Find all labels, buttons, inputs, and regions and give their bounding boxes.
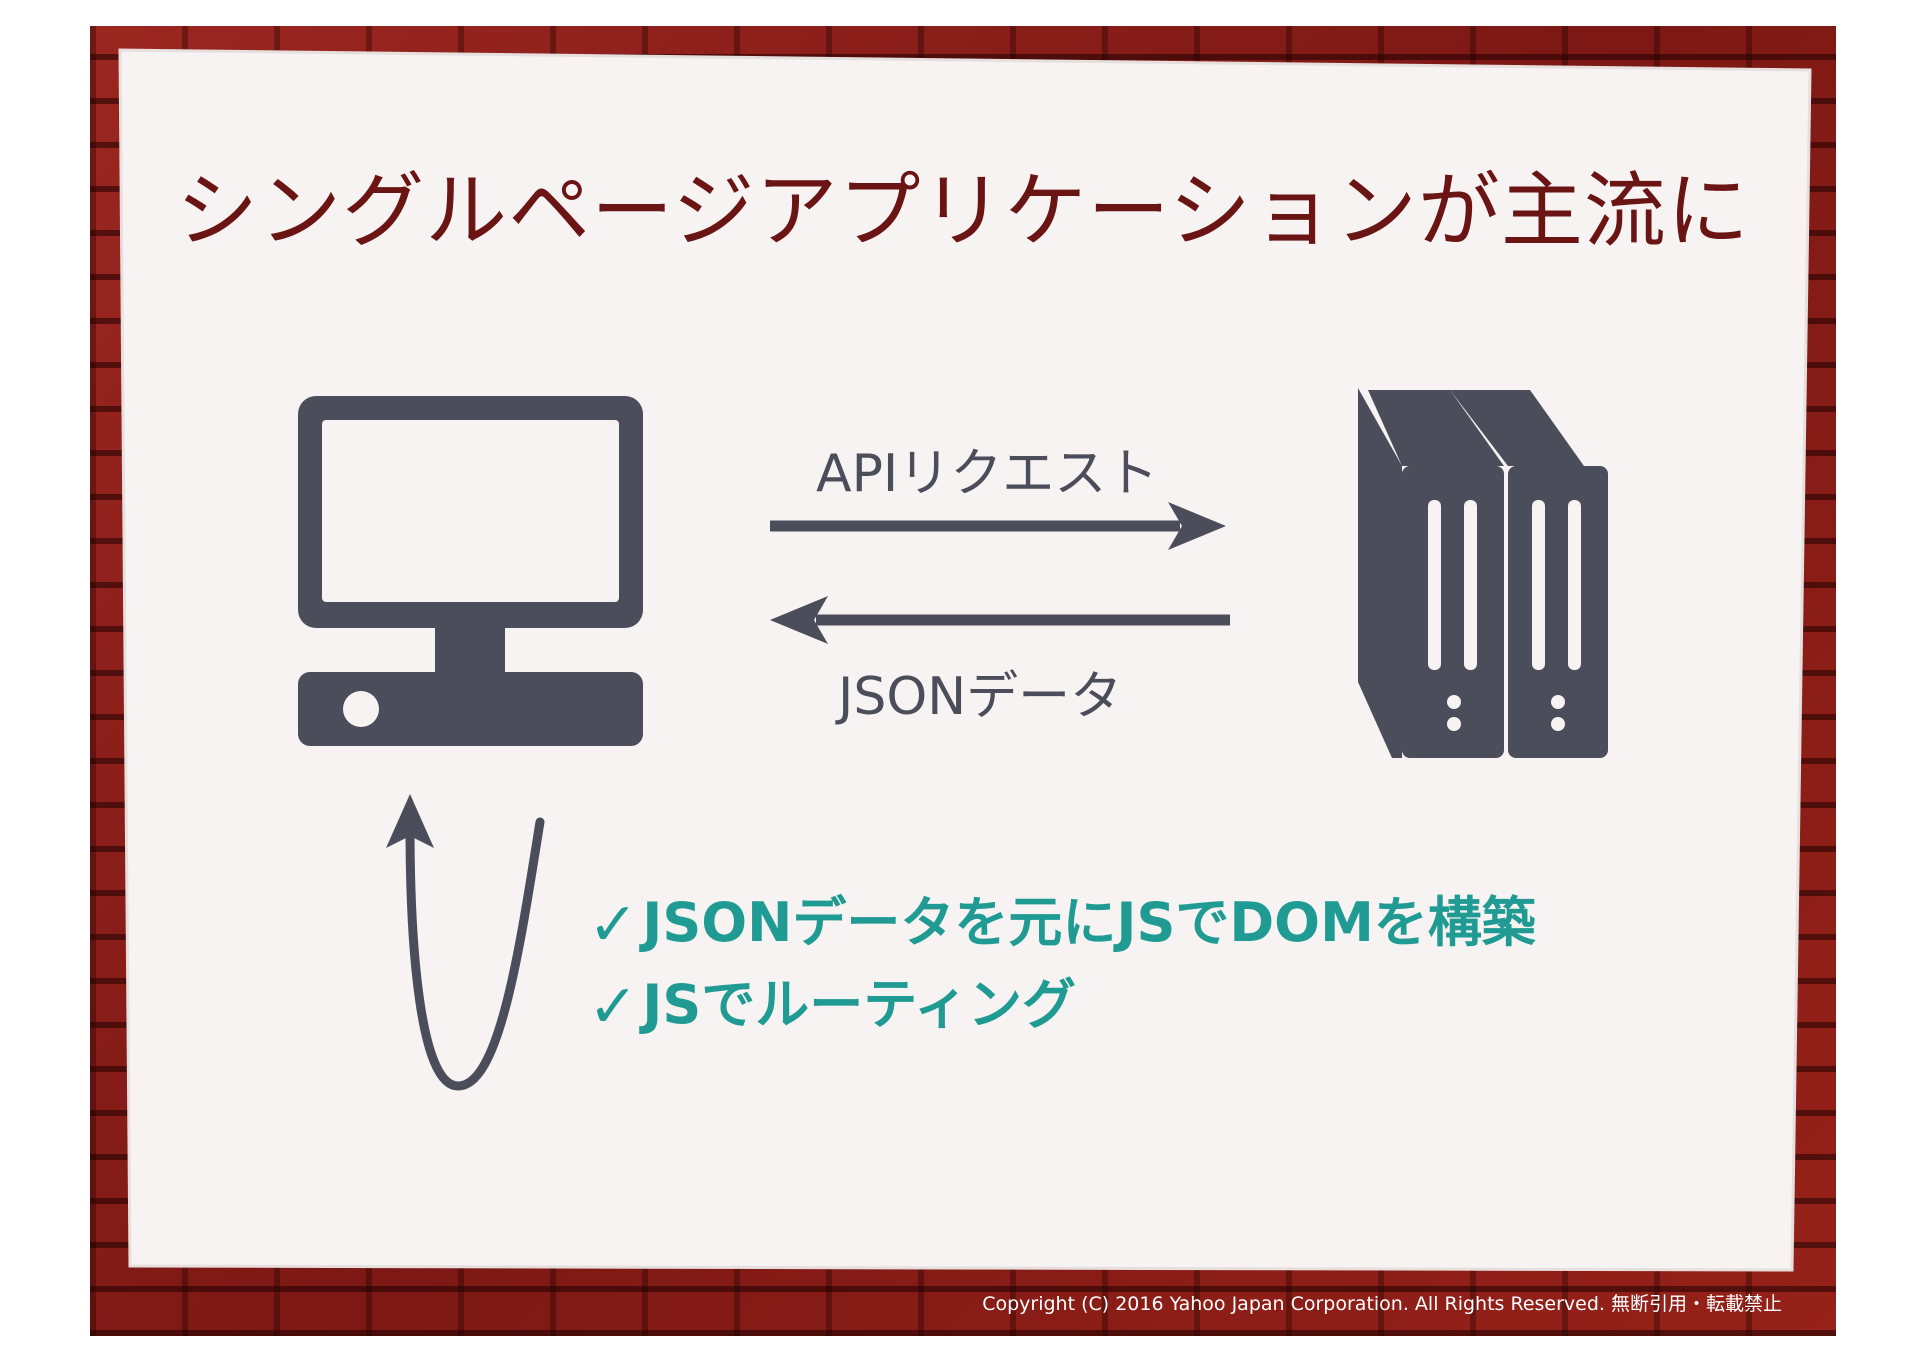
server-icon bbox=[1358, 388, 1608, 758]
checklist-item-text: JSでルーティング bbox=[642, 973, 1077, 1036]
copyright-notice: Copyright (C) 2016 Yahoo Japan Corporati… bbox=[982, 1293, 1782, 1315]
checkmark-icon: ✓ bbox=[588, 890, 639, 960]
api-request-label: APIリクエスト bbox=[816, 444, 1159, 504]
paper-sheet bbox=[118, 48, 1812, 1272]
checklist-item-1: ✓JSONデータを元にJSでDOMを構築 bbox=[588, 878, 1536, 960]
desktop-computer-icon bbox=[298, 396, 643, 746]
slide-frame: シングルページアプリケーションが主流に APIリクエスト JSONデータ bbox=[90, 26, 1836, 1336]
slide-title: シングルページアプリケーションが主流に bbox=[176, 164, 1750, 259]
loop-arrow-icon bbox=[386, 794, 545, 1091]
checkmark-icon: ✓ bbox=[588, 972, 639, 1042]
response-arrow-icon bbox=[770, 596, 1230, 644]
json-data-label: JSONデータ bbox=[838, 667, 1123, 727]
checklist-item-text: JSONデータを元にJSでDOMを構築 bbox=[642, 891, 1536, 954]
request-arrow-icon bbox=[770, 502, 1226, 550]
checklist-item-2: ✓JSでルーティング bbox=[588, 960, 1076, 1042]
